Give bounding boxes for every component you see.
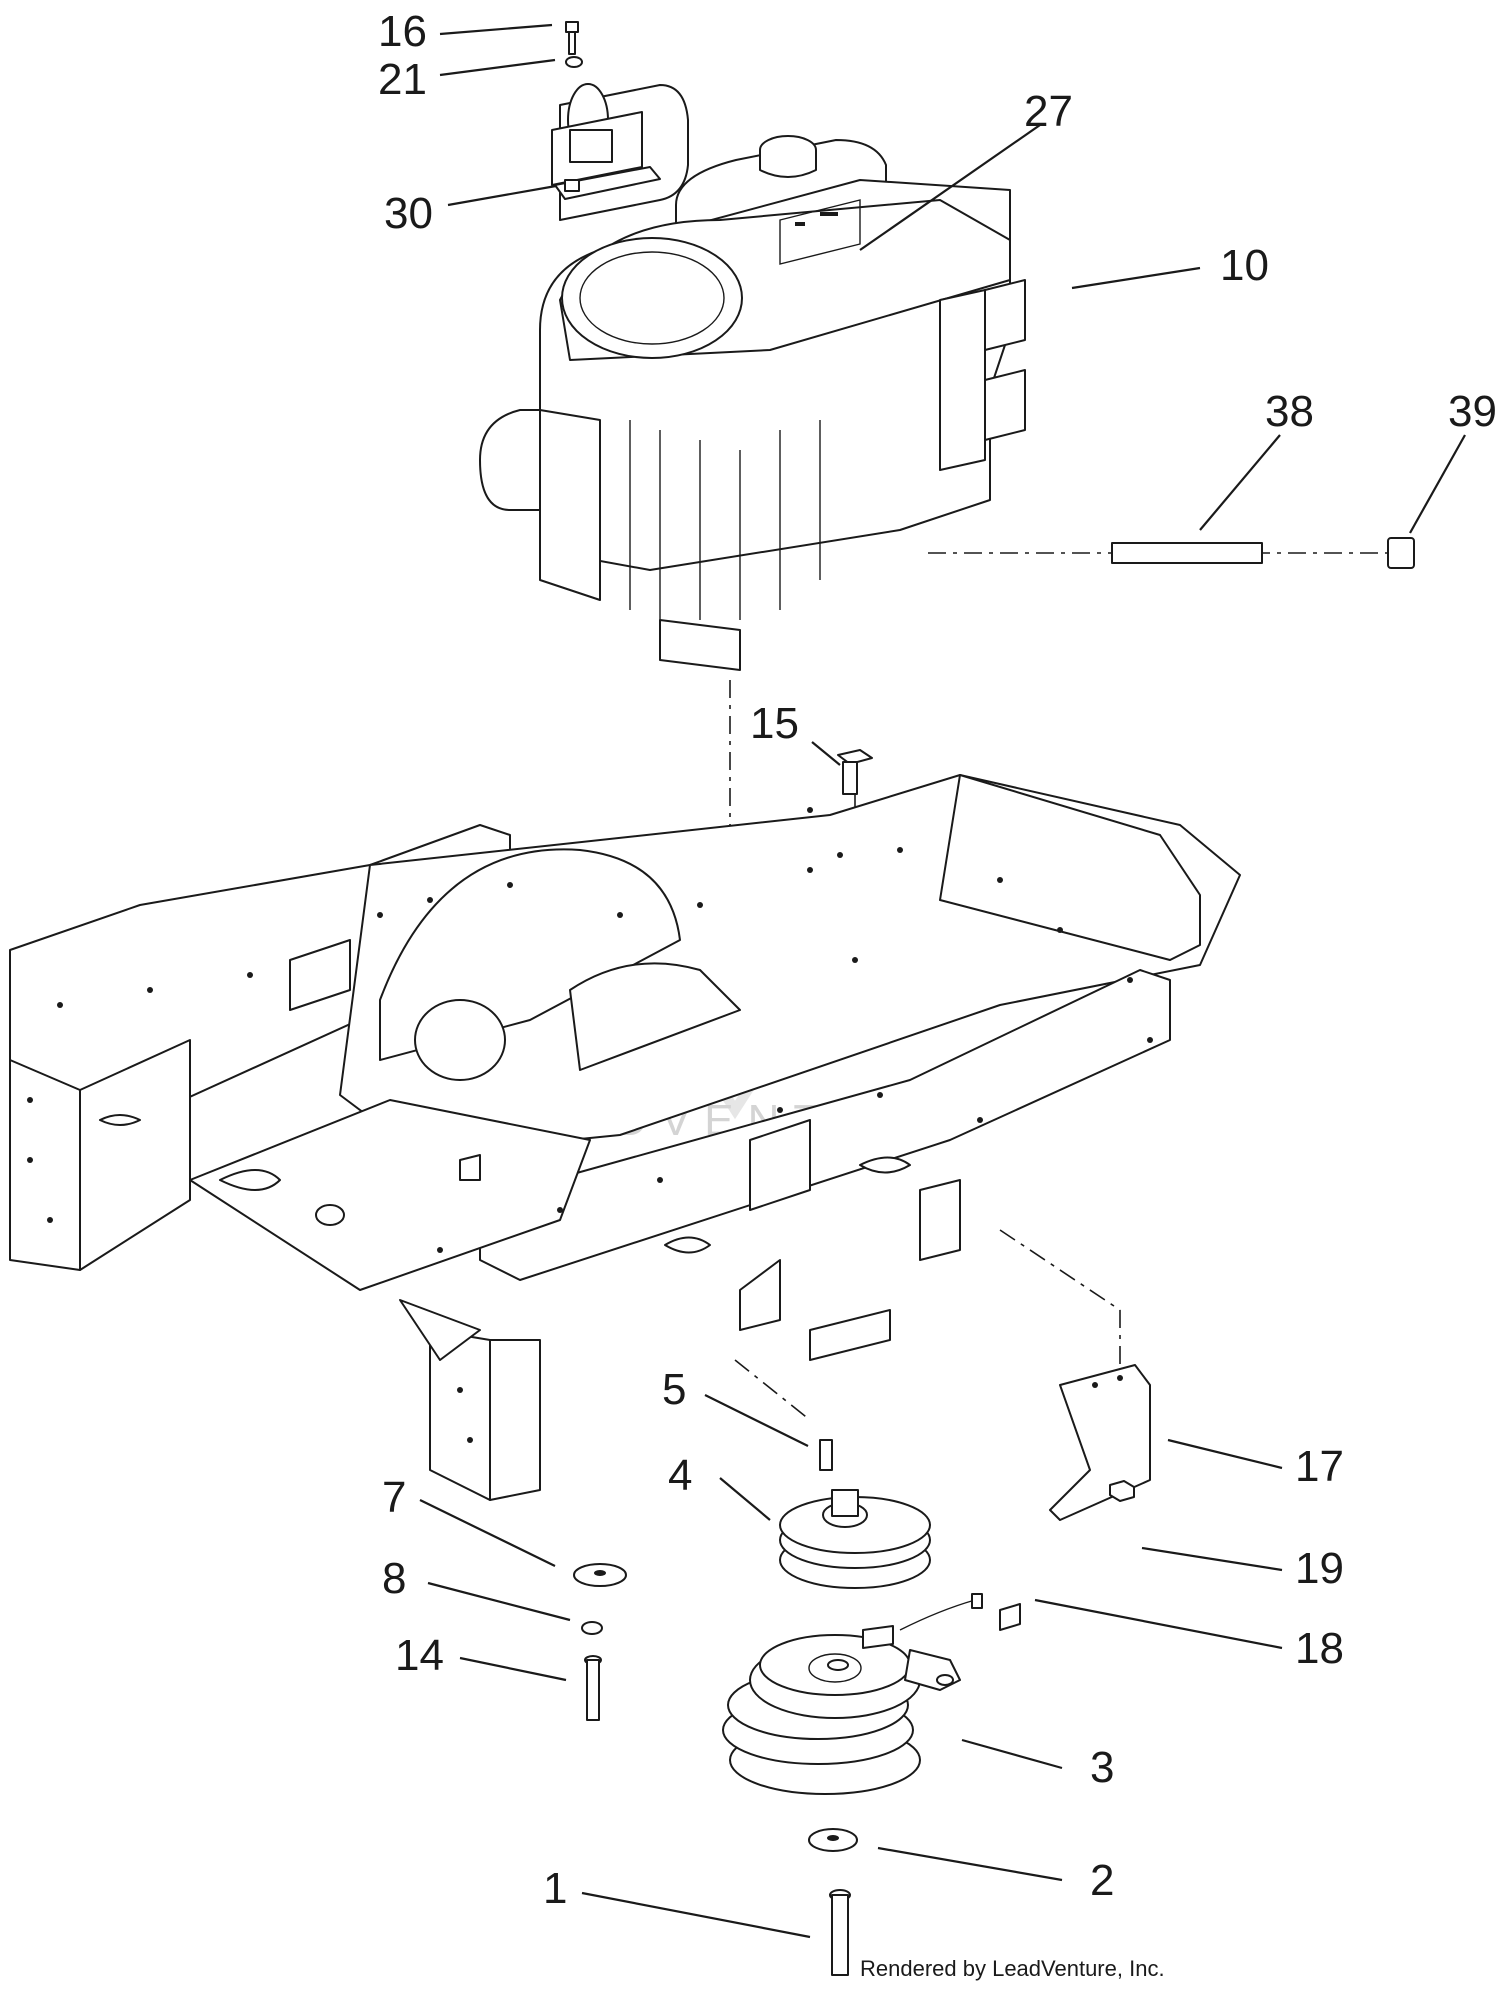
callout-1: 1 [543,1864,567,1913]
callout-18: 18 [1295,1624,1344,1673]
callout-10: 10 [1220,241,1269,290]
callout-labels: 16 21 30 27 10 38 39 15 5 4 17 7 19 8 18… [378,7,1497,1913]
pulley-4 [779,1489,931,1589]
leader-lines [419,23,1466,1939]
engine [479,135,1026,671]
callout-30: 30 [384,189,433,238]
chassis-frame [9,774,1241,1501]
key-5 [819,1439,833,1471]
bolt-15 [837,749,873,795]
callout-15: 15 [750,699,799,748]
callout-27: 27 [1024,87,1073,136]
nut-19 [1109,1480,1135,1502]
callout-4: 4 [668,1451,692,1500]
frame-holes [27,807,1153,1443]
callout-8: 8 [382,1554,406,1603]
connector-18 [899,1593,1021,1631]
nut-30 [564,179,580,192]
render-credit: Rendered by LeadVenture, Inc. [860,1956,1165,1981]
callout-19: 19 [1295,1544,1344,1593]
electric-clutch-3 [722,1625,961,1795]
screw-16 [565,21,579,55]
starter-solenoid [551,83,689,221]
callout-2: 2 [1090,1856,1114,1905]
bolt-1 [829,1889,851,1976]
callout-5: 5 [662,1365,686,1414]
callout-16: 16 [378,7,427,56]
dipstick-tube-38 [1111,542,1263,564]
washer-21 [565,56,583,68]
callout-14: 14 [395,1631,444,1680]
lock-washer-8 [581,1621,603,1635]
callout-17: 17 [1295,1442,1344,1491]
callout-3: 3 [1090,1743,1114,1792]
callout-21: 21 [378,55,427,104]
bolt-14 [584,1655,602,1721]
callout-39: 39 [1448,387,1497,436]
cap-39 [1387,537,1415,569]
callout-7: 7 [382,1473,406,1522]
callout-38: 38 [1265,387,1314,436]
